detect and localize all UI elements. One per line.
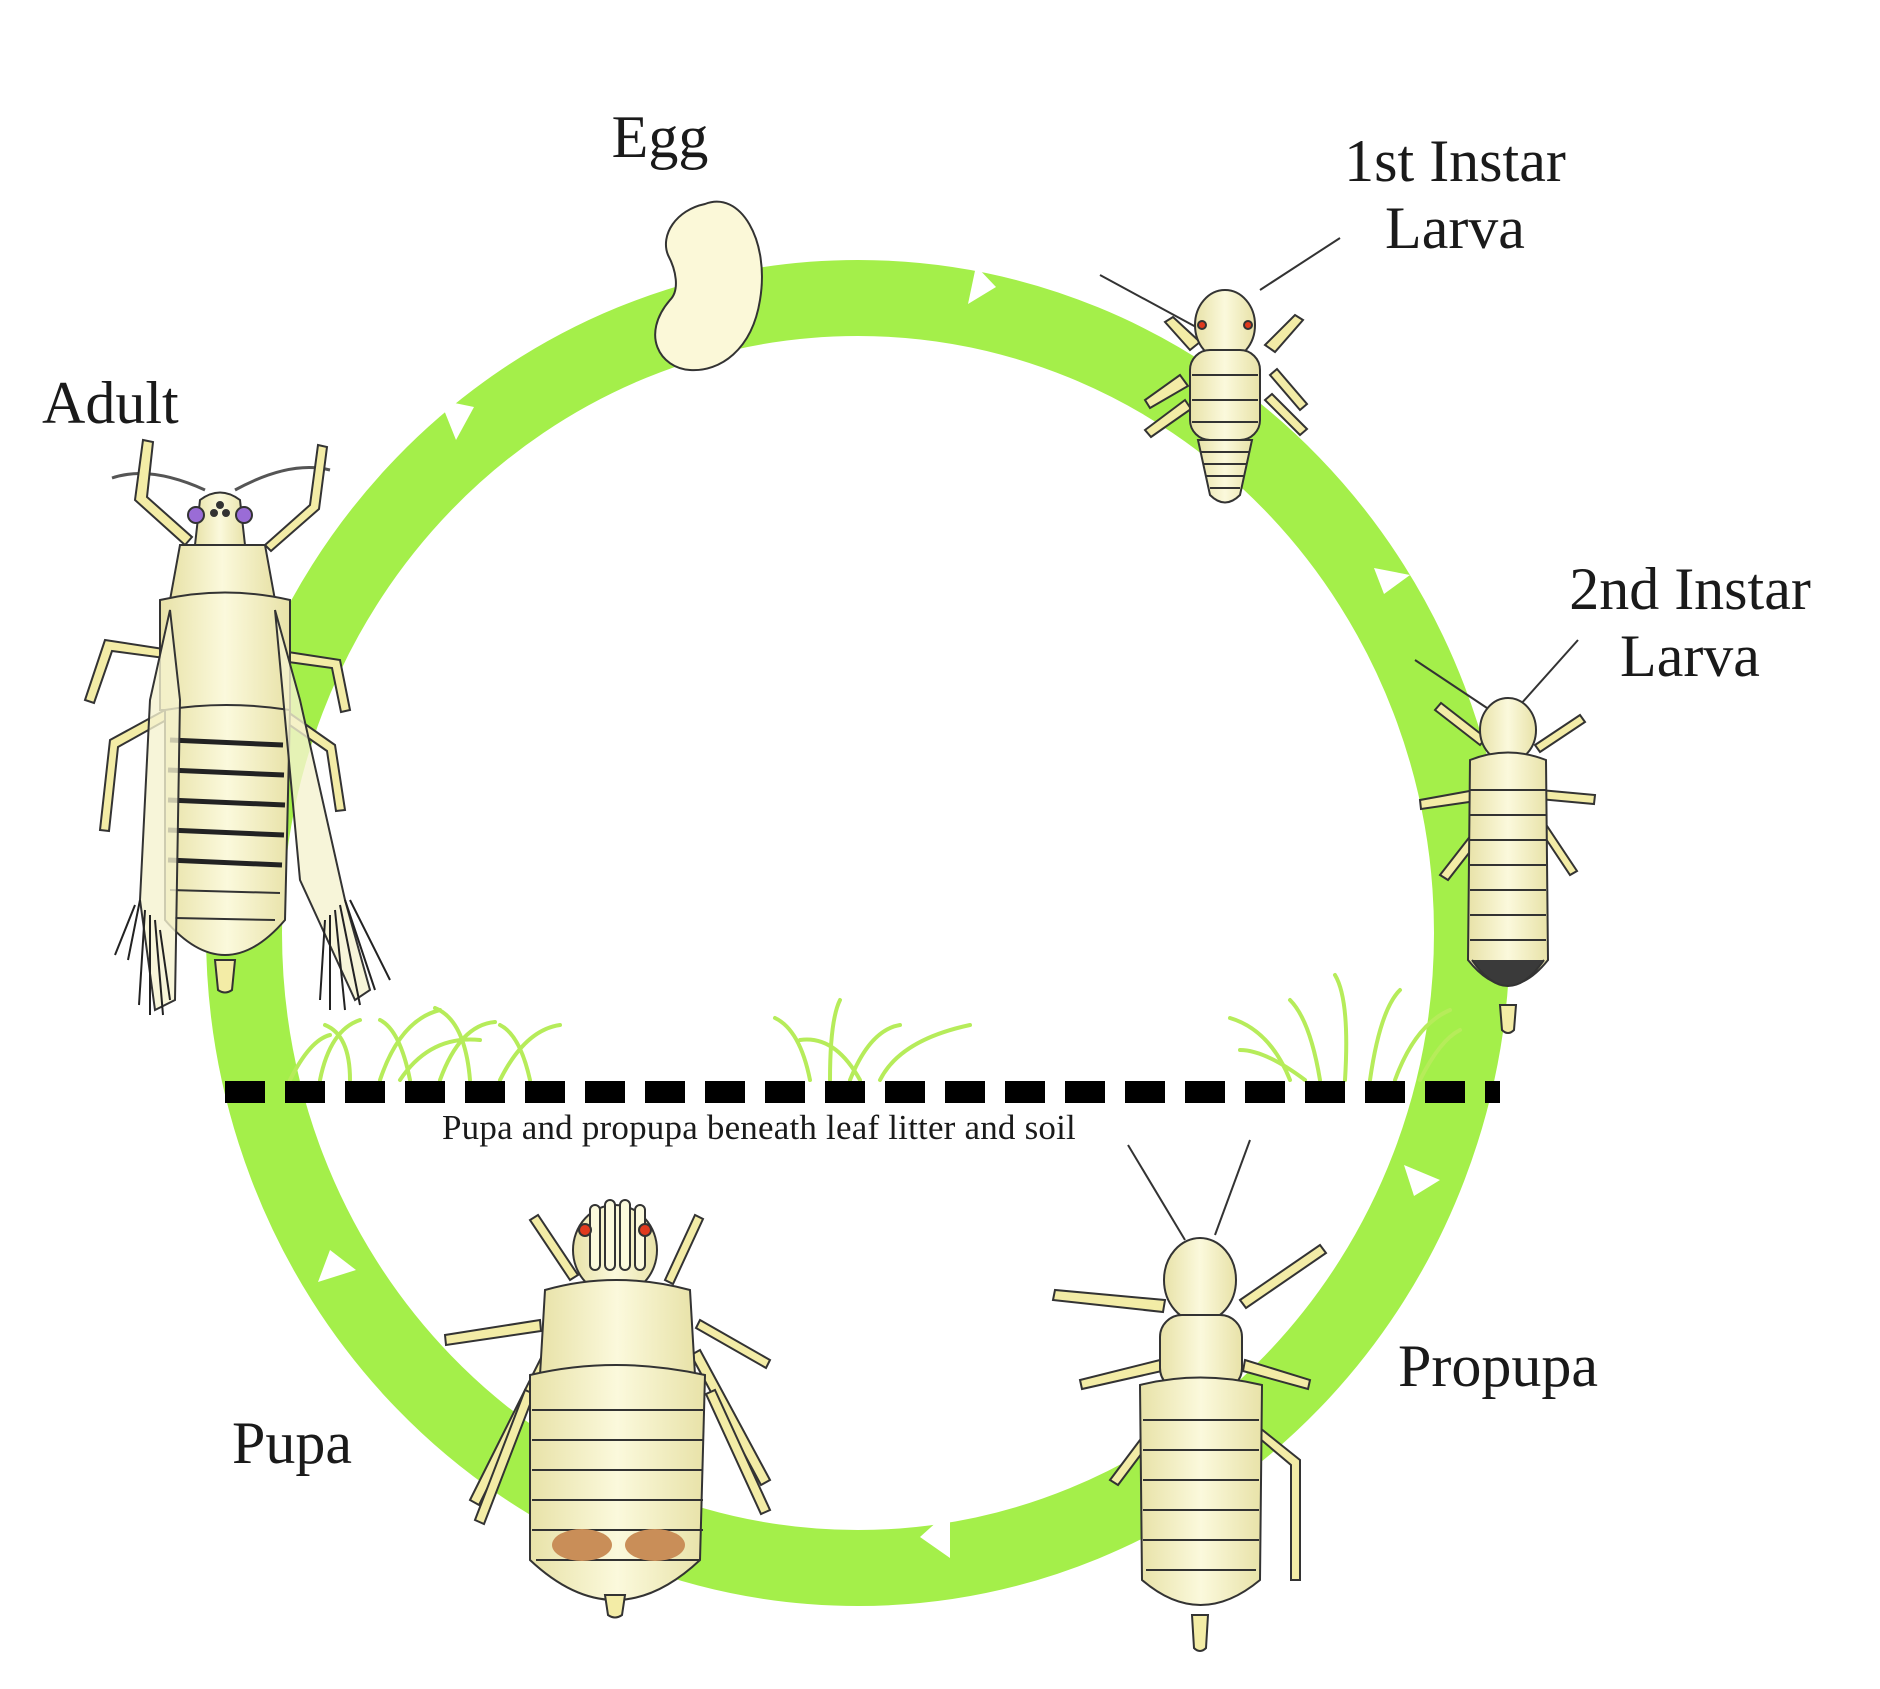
arrow-icon [968,266,996,304]
stage-label-second-instar-line2: Larva [1620,623,1760,690]
grass-tufts [288,973,1462,1082]
egg-icon [654,200,763,372]
ground-note: Pupa and propupa beneath leaf litter and… [442,1108,1076,1147]
stage-label-first-instar-line1: 1st Instar [1344,128,1566,194]
stage-label-first-instar: 1st Instar Larva [1310,128,1600,262]
stage-label-second-instar: 2nd Instar Larva [1540,556,1840,690]
adult-icon [83,438,391,1016]
stage-label-egg: Egg [611,104,709,170]
arrow-icon [920,1510,950,1558]
propupa-icon [1051,1139,1328,1652]
stage-label-first-instar-line2: Larva [1385,195,1525,262]
arrow-icon [440,400,474,440]
first-instar-larva-icon [1099,237,1341,504]
arrow-icon [1404,1165,1440,1196]
stage-label-propupa: Propupa [1398,1333,1598,1399]
direction-arrows [318,266,1440,1558]
stage-label-second-instar-line1: 2nd Instar [1569,556,1811,622]
grass-tuft-left [288,1006,562,1082]
arrow-icon [318,1250,356,1282]
grass-tuft-right [1228,973,1462,1082]
arrow-icon [1374,568,1410,594]
grass-tuft-middle [773,998,972,1082]
pupa-icon [443,1199,772,1619]
stage-label-adult: Adult [42,370,179,436]
stage-label-pupa: Pupa [232,1410,352,1476]
second-instar-larva-icon [1414,639,1597,1034]
